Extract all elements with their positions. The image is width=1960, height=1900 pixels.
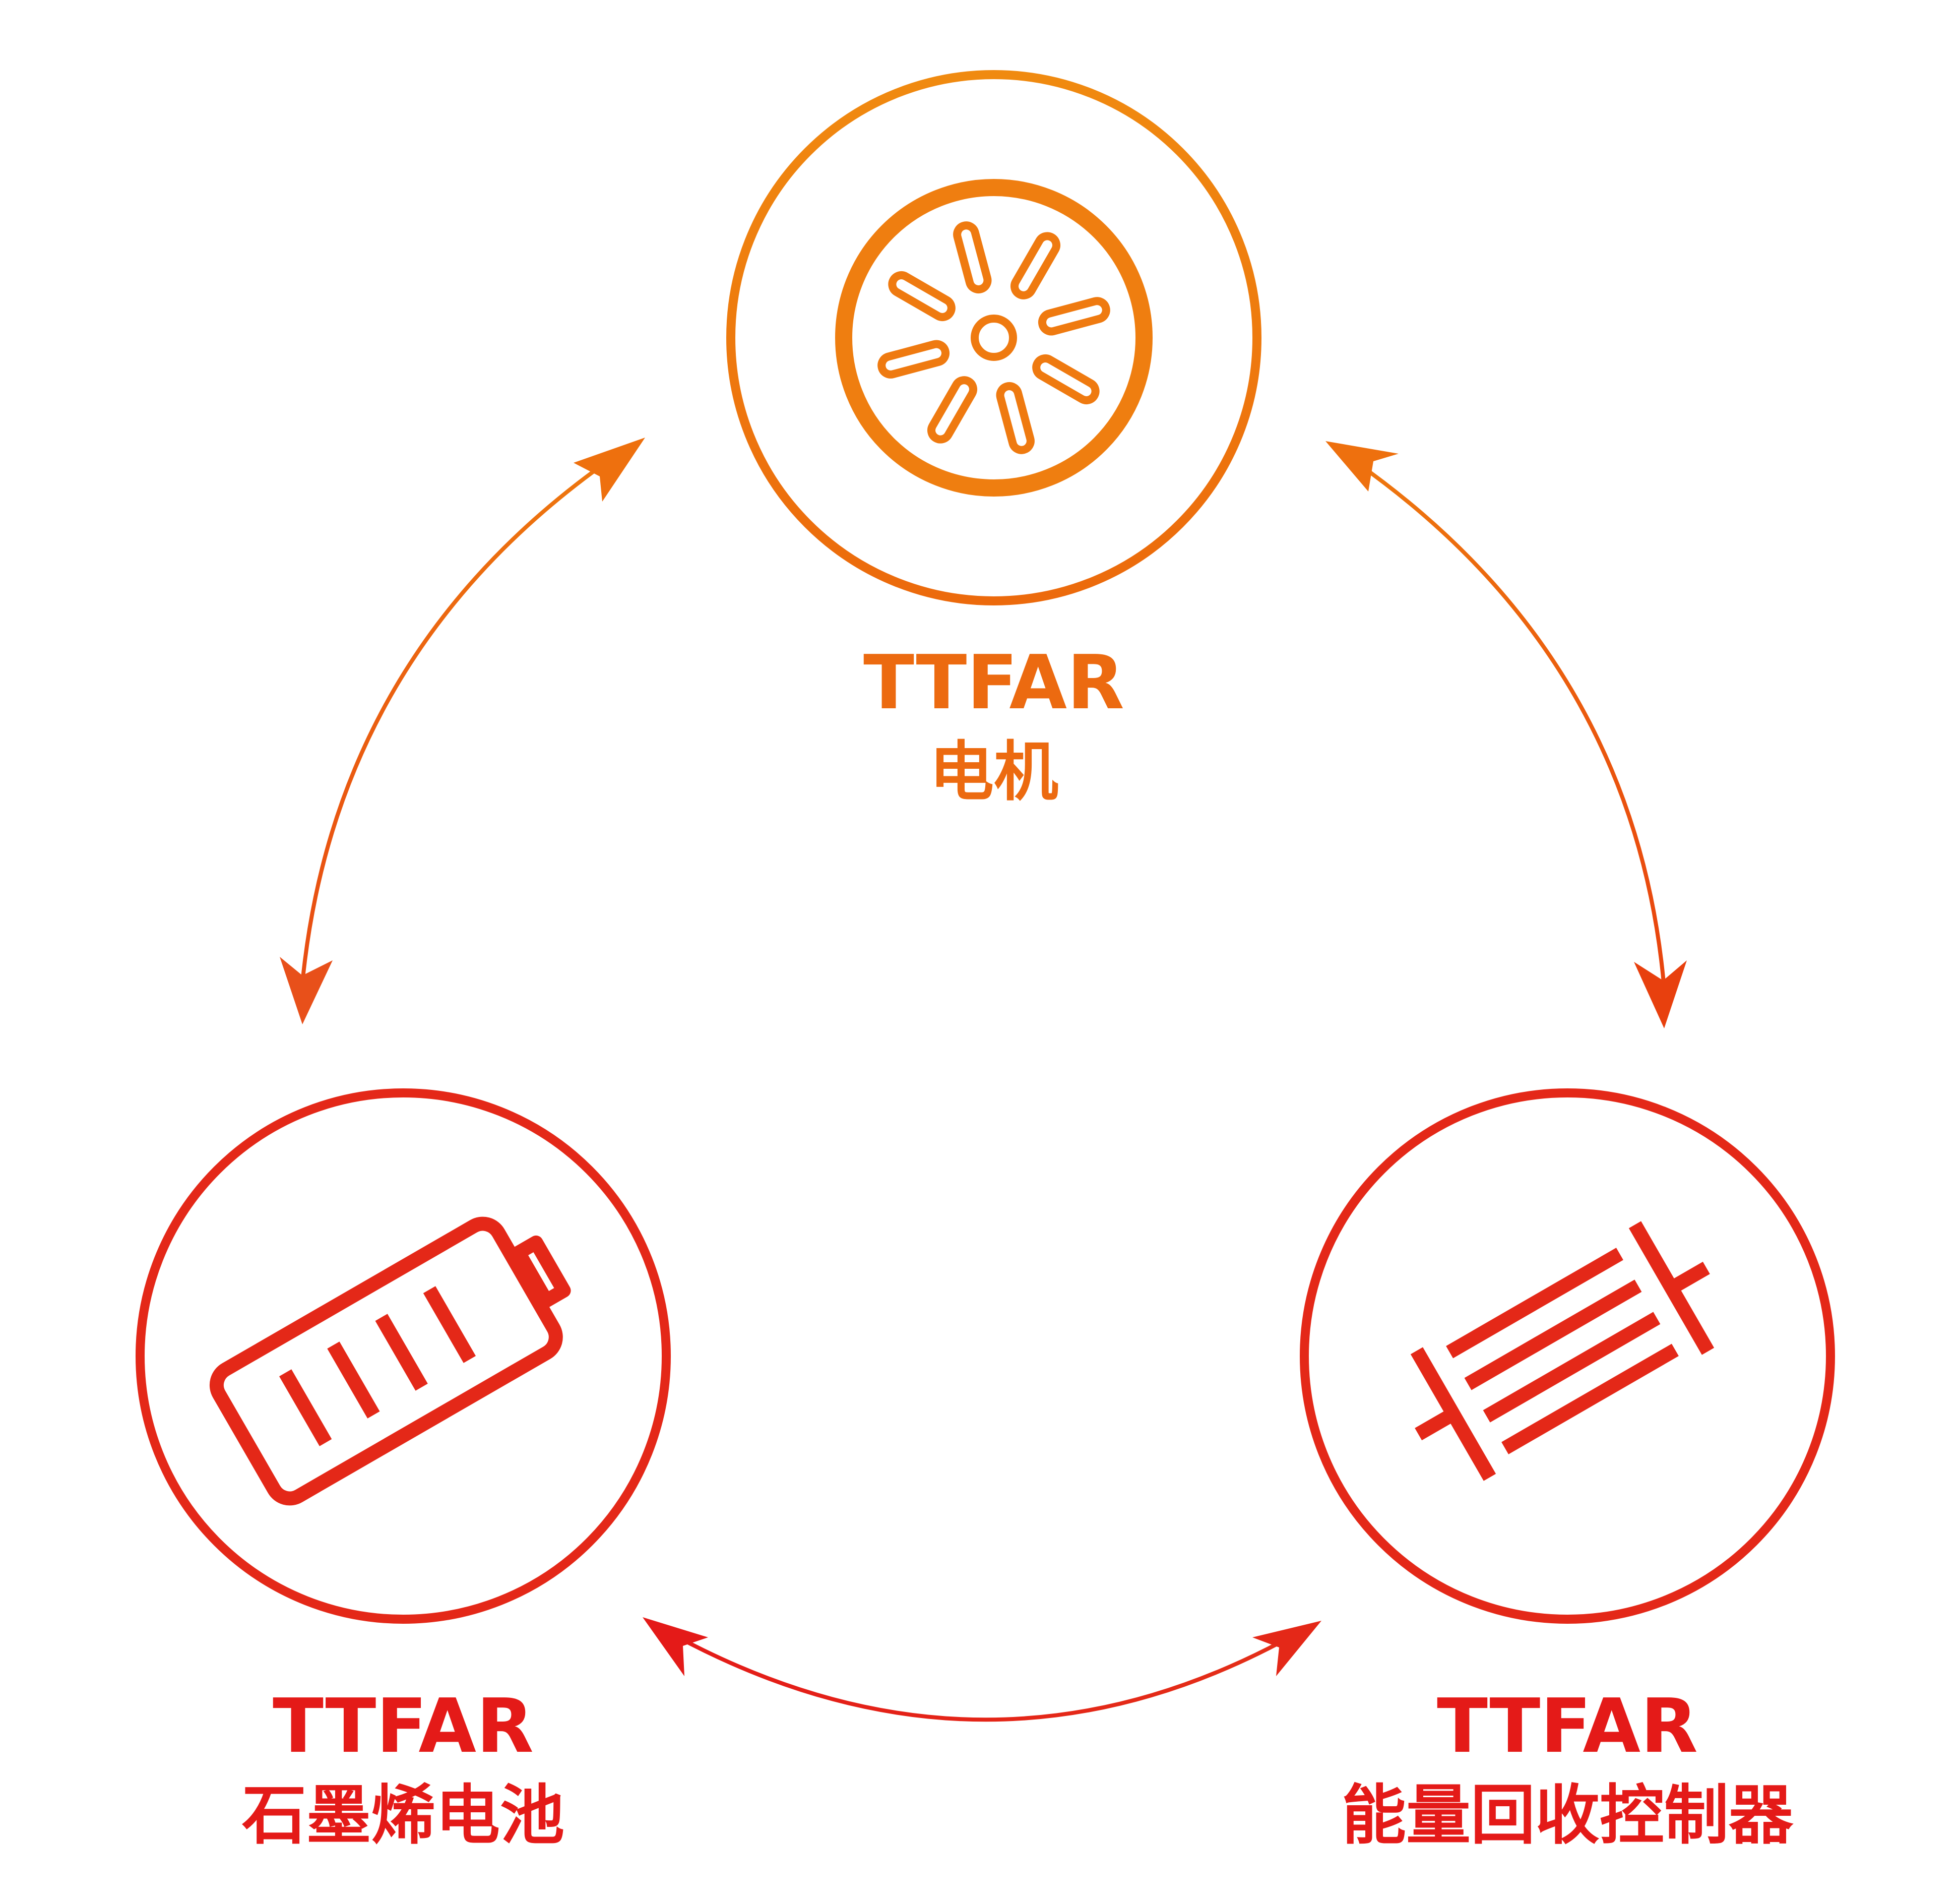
arrow-motor-battery (280, 438, 645, 1024)
battery-name-label: 石墨烯电池 (242, 1778, 564, 1853)
motor-outer-ring (726, 70, 1261, 605)
motor-brand-label: TTFAR (863, 639, 1124, 726)
controller-node: TTFAR 能量回收控制器 (1300, 1088, 1835, 1853)
arrow-battery-controller (643, 1617, 1321, 1722)
motor-rotor-icon (877, 221, 1110, 454)
controller-outer-ring (1300, 1088, 1835, 1624)
controller-brand-label: TTFAR (1437, 1683, 1698, 1769)
battery-icon (209, 1216, 571, 1506)
arrowhead-controller-end-bottom (1252, 1621, 1321, 1676)
battery-node: TTFAR 石墨烯电池 (136, 1088, 671, 1853)
resistor-controller-icon (1410, 1221, 1715, 1481)
controller-name-label: 能量回收控制器 (1342, 1778, 1794, 1853)
motor-name-label: 电机 (929, 734, 1058, 810)
arrow-motor-controller (1325, 441, 1687, 1028)
arrowhead-motor-end-right (1325, 441, 1399, 492)
arrowhead-battery-end-bottom (643, 1617, 708, 1676)
motor-inner-ring (835, 179, 1153, 497)
arrowhead-controller-end (1634, 960, 1687, 1028)
battery-brand-label: TTFAR (273, 1683, 534, 1769)
arrowhead-battery-end (280, 957, 333, 1024)
battery-outer-ring (136, 1088, 671, 1624)
arrowhead-motor-end-left (574, 438, 645, 502)
motor-node: TTFAR 电机 (726, 70, 1261, 810)
